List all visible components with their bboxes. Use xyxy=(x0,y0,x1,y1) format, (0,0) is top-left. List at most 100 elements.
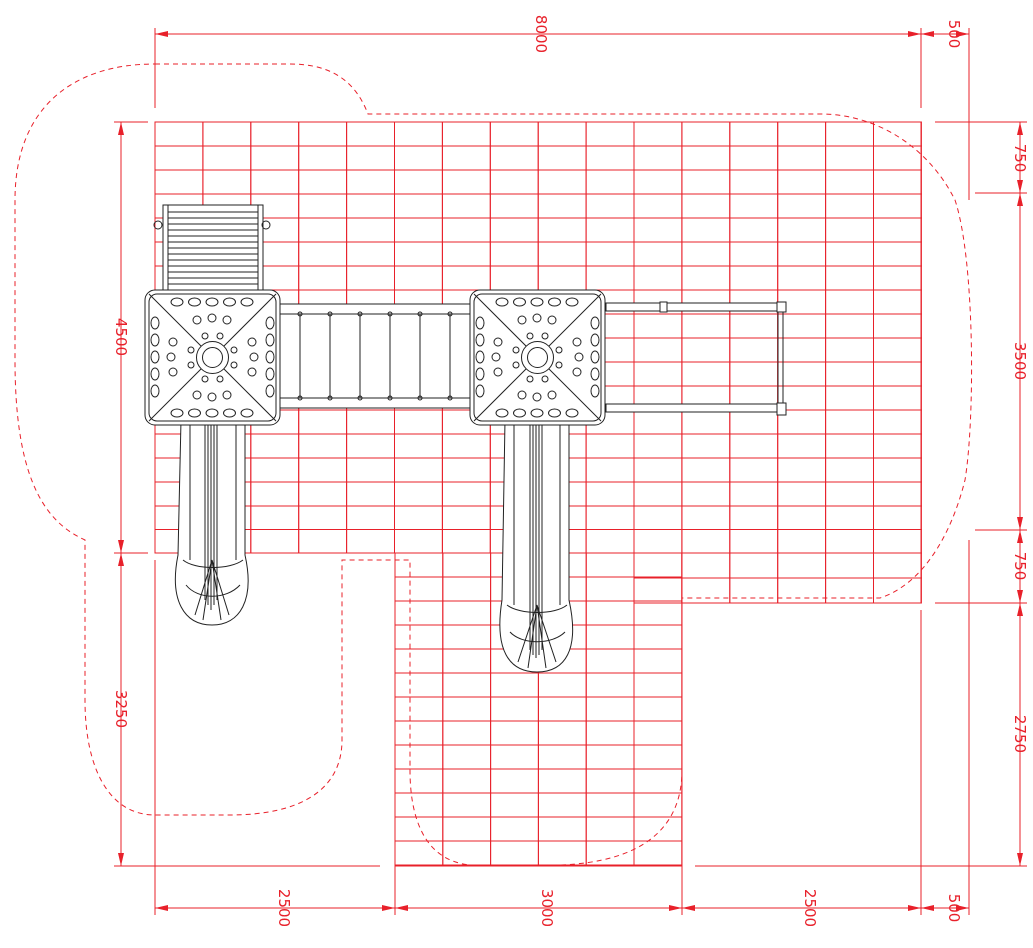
paving-tile xyxy=(681,217,731,243)
deck-hole xyxy=(541,375,549,383)
paving-tile xyxy=(490,696,539,722)
paving-tile xyxy=(873,145,922,171)
paving-tile xyxy=(537,840,587,866)
paving-tile xyxy=(729,169,779,195)
bridge-bolt xyxy=(447,395,453,401)
paving-tile xyxy=(873,265,922,291)
paving-tile xyxy=(394,433,443,459)
paving-tile xyxy=(633,648,683,674)
paving-tile xyxy=(777,529,827,554)
paving-tile xyxy=(250,145,300,171)
deck-hole xyxy=(230,346,238,354)
dim-top-margin-label: 500 xyxy=(945,20,963,49)
paving-tile xyxy=(154,169,204,195)
paving-tile xyxy=(537,792,587,818)
paving-tile xyxy=(777,121,827,147)
paving-tile xyxy=(394,648,444,674)
deck-center-post xyxy=(196,341,229,374)
paving-tile xyxy=(441,265,491,291)
deck-hole xyxy=(590,384,600,398)
paving-tile xyxy=(537,169,587,195)
deck-hole xyxy=(222,315,232,325)
paving-tile xyxy=(346,217,396,243)
paving-tile xyxy=(298,121,348,147)
paving-tile xyxy=(537,217,587,243)
deck-hole xyxy=(513,408,526,418)
paving-tile xyxy=(825,217,874,243)
paving-tile xyxy=(585,505,635,530)
paving-tile xyxy=(633,768,683,794)
ladder xyxy=(153,204,271,292)
deck-hole xyxy=(216,332,224,340)
deck-hole xyxy=(223,297,236,307)
paving-tile xyxy=(825,505,874,530)
paving-tile xyxy=(394,529,443,554)
paving-tile xyxy=(250,433,300,459)
deck-hole xyxy=(590,333,600,347)
deck-hole xyxy=(530,297,544,307)
paving-tile xyxy=(442,816,492,842)
deck-hole xyxy=(475,333,485,347)
paving-tile xyxy=(585,265,635,291)
paving-tile xyxy=(346,409,396,435)
paving-tile xyxy=(394,840,444,866)
dim-left-lower-label: 3250 xyxy=(112,690,130,728)
bridge-bolt xyxy=(417,395,423,401)
paving-tile xyxy=(825,433,874,459)
paving-tile xyxy=(250,169,300,195)
paving-tile xyxy=(585,217,635,243)
paving-tile xyxy=(346,433,396,459)
paving-tile xyxy=(298,145,348,171)
paving-tile xyxy=(346,481,396,507)
deck-hole xyxy=(170,408,184,418)
slide-right xyxy=(499,419,573,673)
paving-tile xyxy=(873,361,922,387)
deck-inner-outline xyxy=(148,293,277,422)
paving-tile xyxy=(585,768,635,794)
paving-tile xyxy=(585,600,635,626)
dim-bottom-margin-label: 500 xyxy=(945,894,963,923)
paving-tile xyxy=(441,145,491,171)
paving-tile xyxy=(825,169,874,195)
paving-tile xyxy=(490,840,539,866)
deck-hole xyxy=(188,408,201,418)
paving-tile xyxy=(585,816,635,842)
paving-tile xyxy=(394,792,444,818)
paving-tile xyxy=(298,193,348,219)
deck-hole xyxy=(495,297,509,307)
bridge xyxy=(279,303,471,409)
paving-tile xyxy=(633,313,683,339)
paving-tile xyxy=(633,624,683,650)
paving-tile xyxy=(873,337,922,363)
paving-tile xyxy=(681,552,731,579)
deck-hole xyxy=(265,367,275,381)
paving-tile xyxy=(394,768,444,794)
paving-tile xyxy=(681,409,731,435)
paving-tile xyxy=(346,505,396,530)
paving-tile xyxy=(394,193,443,219)
deck-hole xyxy=(526,375,534,383)
paving-tile xyxy=(681,505,731,530)
dimension-lines xyxy=(114,28,1027,915)
paving-tile xyxy=(633,169,683,195)
paving-tile xyxy=(633,409,683,435)
deck-hole xyxy=(512,346,520,354)
paving-tile xyxy=(633,576,683,602)
paving-tile xyxy=(346,529,396,554)
paving-tile xyxy=(681,169,731,195)
deck-tower-right xyxy=(469,289,606,426)
deck-hole xyxy=(168,337,178,347)
paving-tile xyxy=(729,409,779,435)
paving-tile xyxy=(537,145,587,171)
paving-tile xyxy=(442,696,492,722)
paving-tile xyxy=(585,169,635,195)
paving-tile xyxy=(346,193,396,219)
dim-left-upper-label: 4500 xyxy=(112,318,130,356)
paving-tile xyxy=(777,481,827,507)
paving-tile xyxy=(777,552,827,579)
paving-tile xyxy=(489,169,539,195)
bridge-bolt xyxy=(297,311,303,317)
paving-tile xyxy=(777,313,827,339)
deck-hole xyxy=(565,408,579,418)
paving-tile xyxy=(825,145,874,171)
